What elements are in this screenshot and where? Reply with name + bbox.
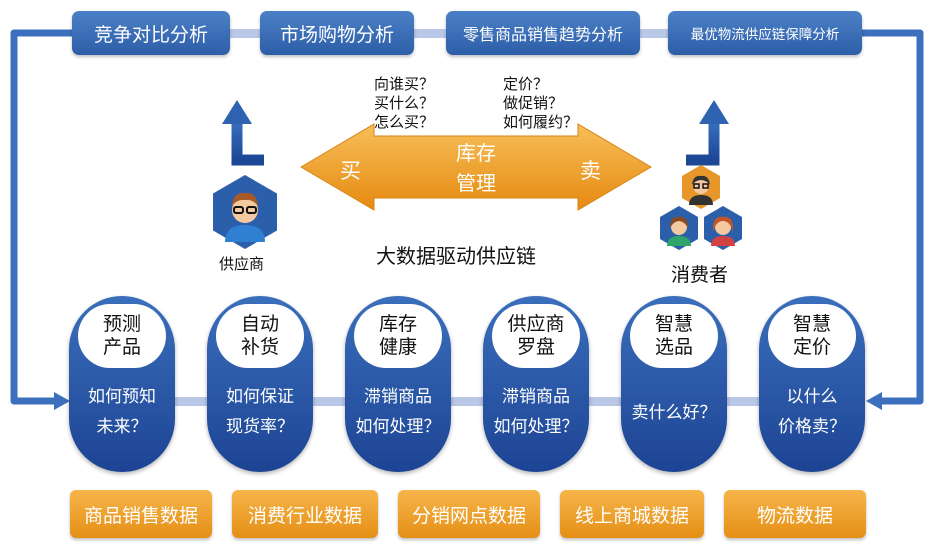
pill-body: 以什么 价格卖？ <box>778 387 846 437</box>
pill-smart-selection: 智慧 选品 卖什么好？ <box>621 296 727 472</box>
diagram-title: 大数据驱动供应链 <box>376 244 536 268</box>
data-source-logistics: 物流数据 <box>724 490 866 538</box>
right-loop-arrow <box>862 29 924 405</box>
pill-head: 智慧 定价 <box>768 304 856 368</box>
consumer-label: 消费者 <box>671 264 729 286</box>
analysis-box-retail-trend: 零售商品销售趋势分析 <box>446 11 640 55</box>
consumer-avatar-left <box>660 206 698 250</box>
consumer-up-arrow <box>686 120 720 166</box>
pill-head: 自动 补货 <box>216 304 304 368</box>
data-source-distribution: 分销网点数据 <box>398 490 540 538</box>
left-loop-arrowhead <box>54 392 70 410</box>
sell-questions: 定价？ 做促销？ 如何履约？ <box>503 75 579 131</box>
pill-head: 库存 健康 <box>354 304 442 368</box>
pill-connector <box>451 397 487 406</box>
top-connector <box>414 29 446 38</box>
buy-questions: 向谁买？ 买什么？ 怎么买？ <box>374 75 435 131</box>
supplier-avatar <box>213 175 277 249</box>
supplier-up-arrow <box>231 120 264 166</box>
pill-connector <box>727 397 763 406</box>
analysis-box-market: 市场购物分析 <box>260 11 414 55</box>
pill-body: 卖什么好？ <box>631 403 717 423</box>
top-connector <box>640 29 668 38</box>
consumer-up-arrowhead <box>699 100 729 124</box>
consumer-avatar-top <box>682 165 720 209</box>
pill-connector <box>175 397 211 406</box>
pill-body: 滞销商品 如何处理？ <box>355 387 441 437</box>
data-source-consumer-industry: 消费行业数据 <box>232 490 378 538</box>
pill-auto-replenish: 自动 补货 如何保证 现货率？ <box>207 296 313 472</box>
data-source-sales: 商品销售数据 <box>70 490 212 538</box>
left-loop-arrow <box>10 29 72 405</box>
sell-label: 卖 <box>580 159 601 183</box>
pill-body: 滞销商品 如何处理？ <box>493 387 579 437</box>
data-source-online-mall: 线上商城数据 <box>560 490 704 538</box>
buy-label: 买 <box>340 159 361 183</box>
inventory-management-label: 库存 管理 <box>456 141 496 195</box>
pill-head: 智慧 选品 <box>630 304 718 368</box>
pill-inventory-health: 库存 健康 滞销商品 如何处理？ <box>345 296 451 472</box>
supplier-label: 供应商 <box>219 255 265 273</box>
pill-forecast-products: 预测 产品 如何预知 未来？ <box>69 296 175 472</box>
pill-connector <box>313 397 349 406</box>
pill-connector <box>589 397 625 406</box>
pill-body: 如何预知 未来？ <box>88 387 156 437</box>
supplier-up-arrowhead <box>222 100 252 124</box>
pill-smart-pricing: 智慧 定价 以什么 价格卖？ <box>759 296 865 472</box>
buy-sell-double-arrow <box>300 123 652 211</box>
analysis-box-logistics: 最优物流供应链保障分析 <box>668 11 862 55</box>
right-loop-arrowhead <box>866 392 882 410</box>
pill-head: 供应商 罗盘 <box>492 304 580 368</box>
pill-supplier-compass: 供应商 罗盘 滞销商品 如何处理？ <box>483 296 589 472</box>
top-connector <box>230 29 260 38</box>
pill-body: 如何保证 现货率？ <box>226 387 294 437</box>
analysis-box-competition: 竞争对比分析 <box>72 11 230 55</box>
consumer-avatar-right <box>704 206 742 250</box>
pill-head: 预测 产品 <box>78 304 166 368</box>
